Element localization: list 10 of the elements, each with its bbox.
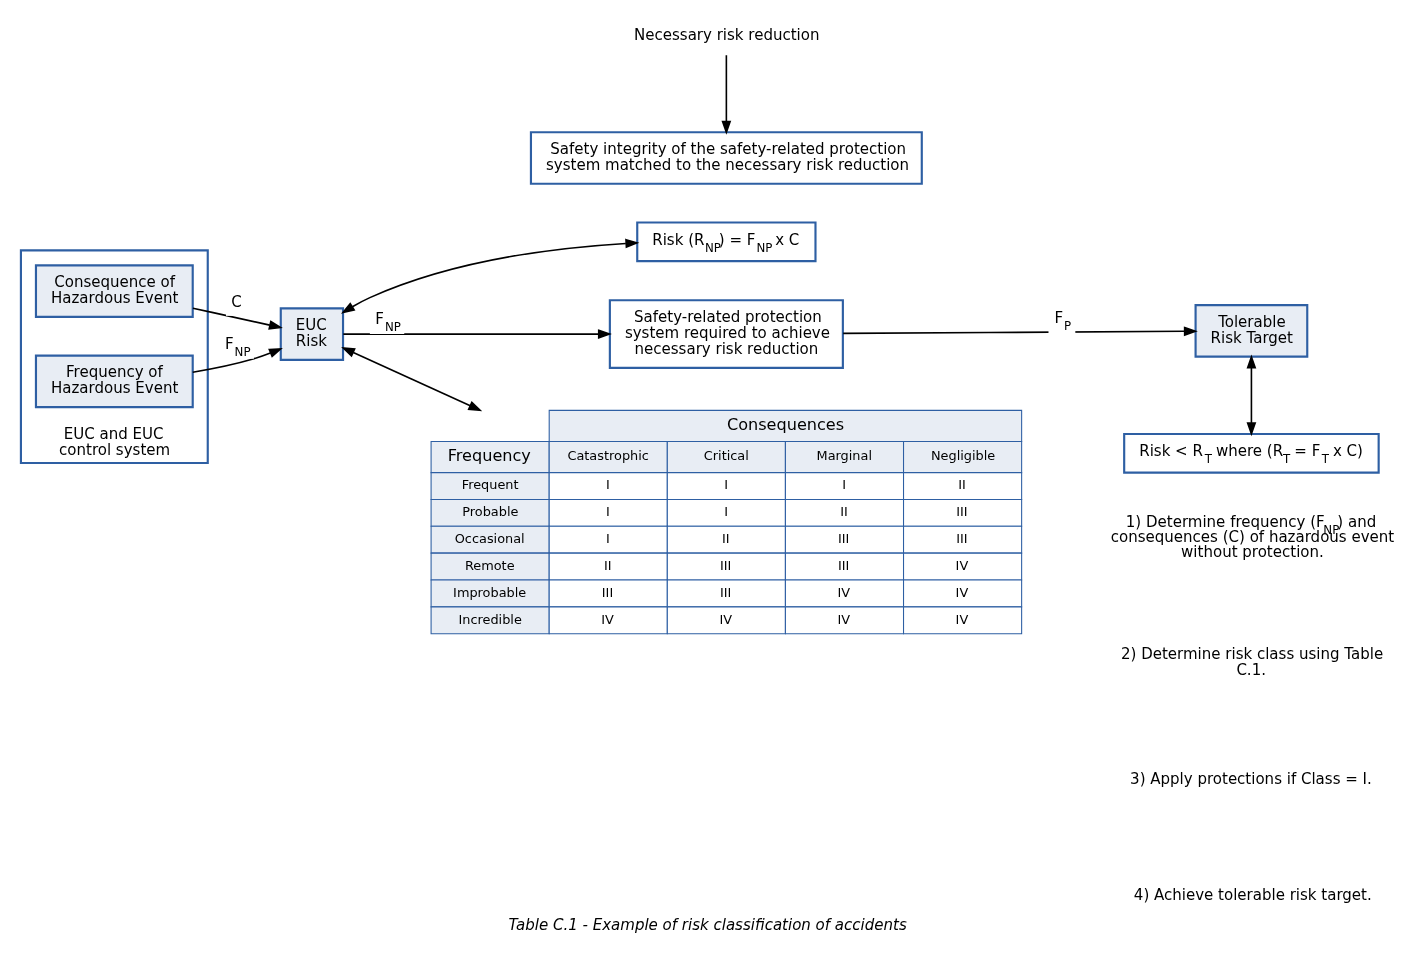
edge-label: F$_{NP}$ — [375, 309, 401, 334]
label: 3) Apply protections if Class = I. — [1130, 769, 1372, 788]
node-text: Necessary risk reduction — [634, 25, 820, 44]
edge-label: F$_{P}$ — [1054, 308, 1072, 333]
label: 1) Determine frequency (F$_{NP}$) and consequences (C) of hazardous event without protection. — [1110, 512, 1395, 561]
edge-label: F$_{NP}$ — [224, 334, 251, 359]
caption: Table C.1 - Example of risk classification of accidents — [508, 915, 907, 934]
label: 4) Achieve tolerable risk target. — [1133, 885, 1372, 904]
edge-label: C — [231, 292, 242, 311]
label: 2) Determine risk class using Table C.1. — [1120, 644, 1384, 679]
